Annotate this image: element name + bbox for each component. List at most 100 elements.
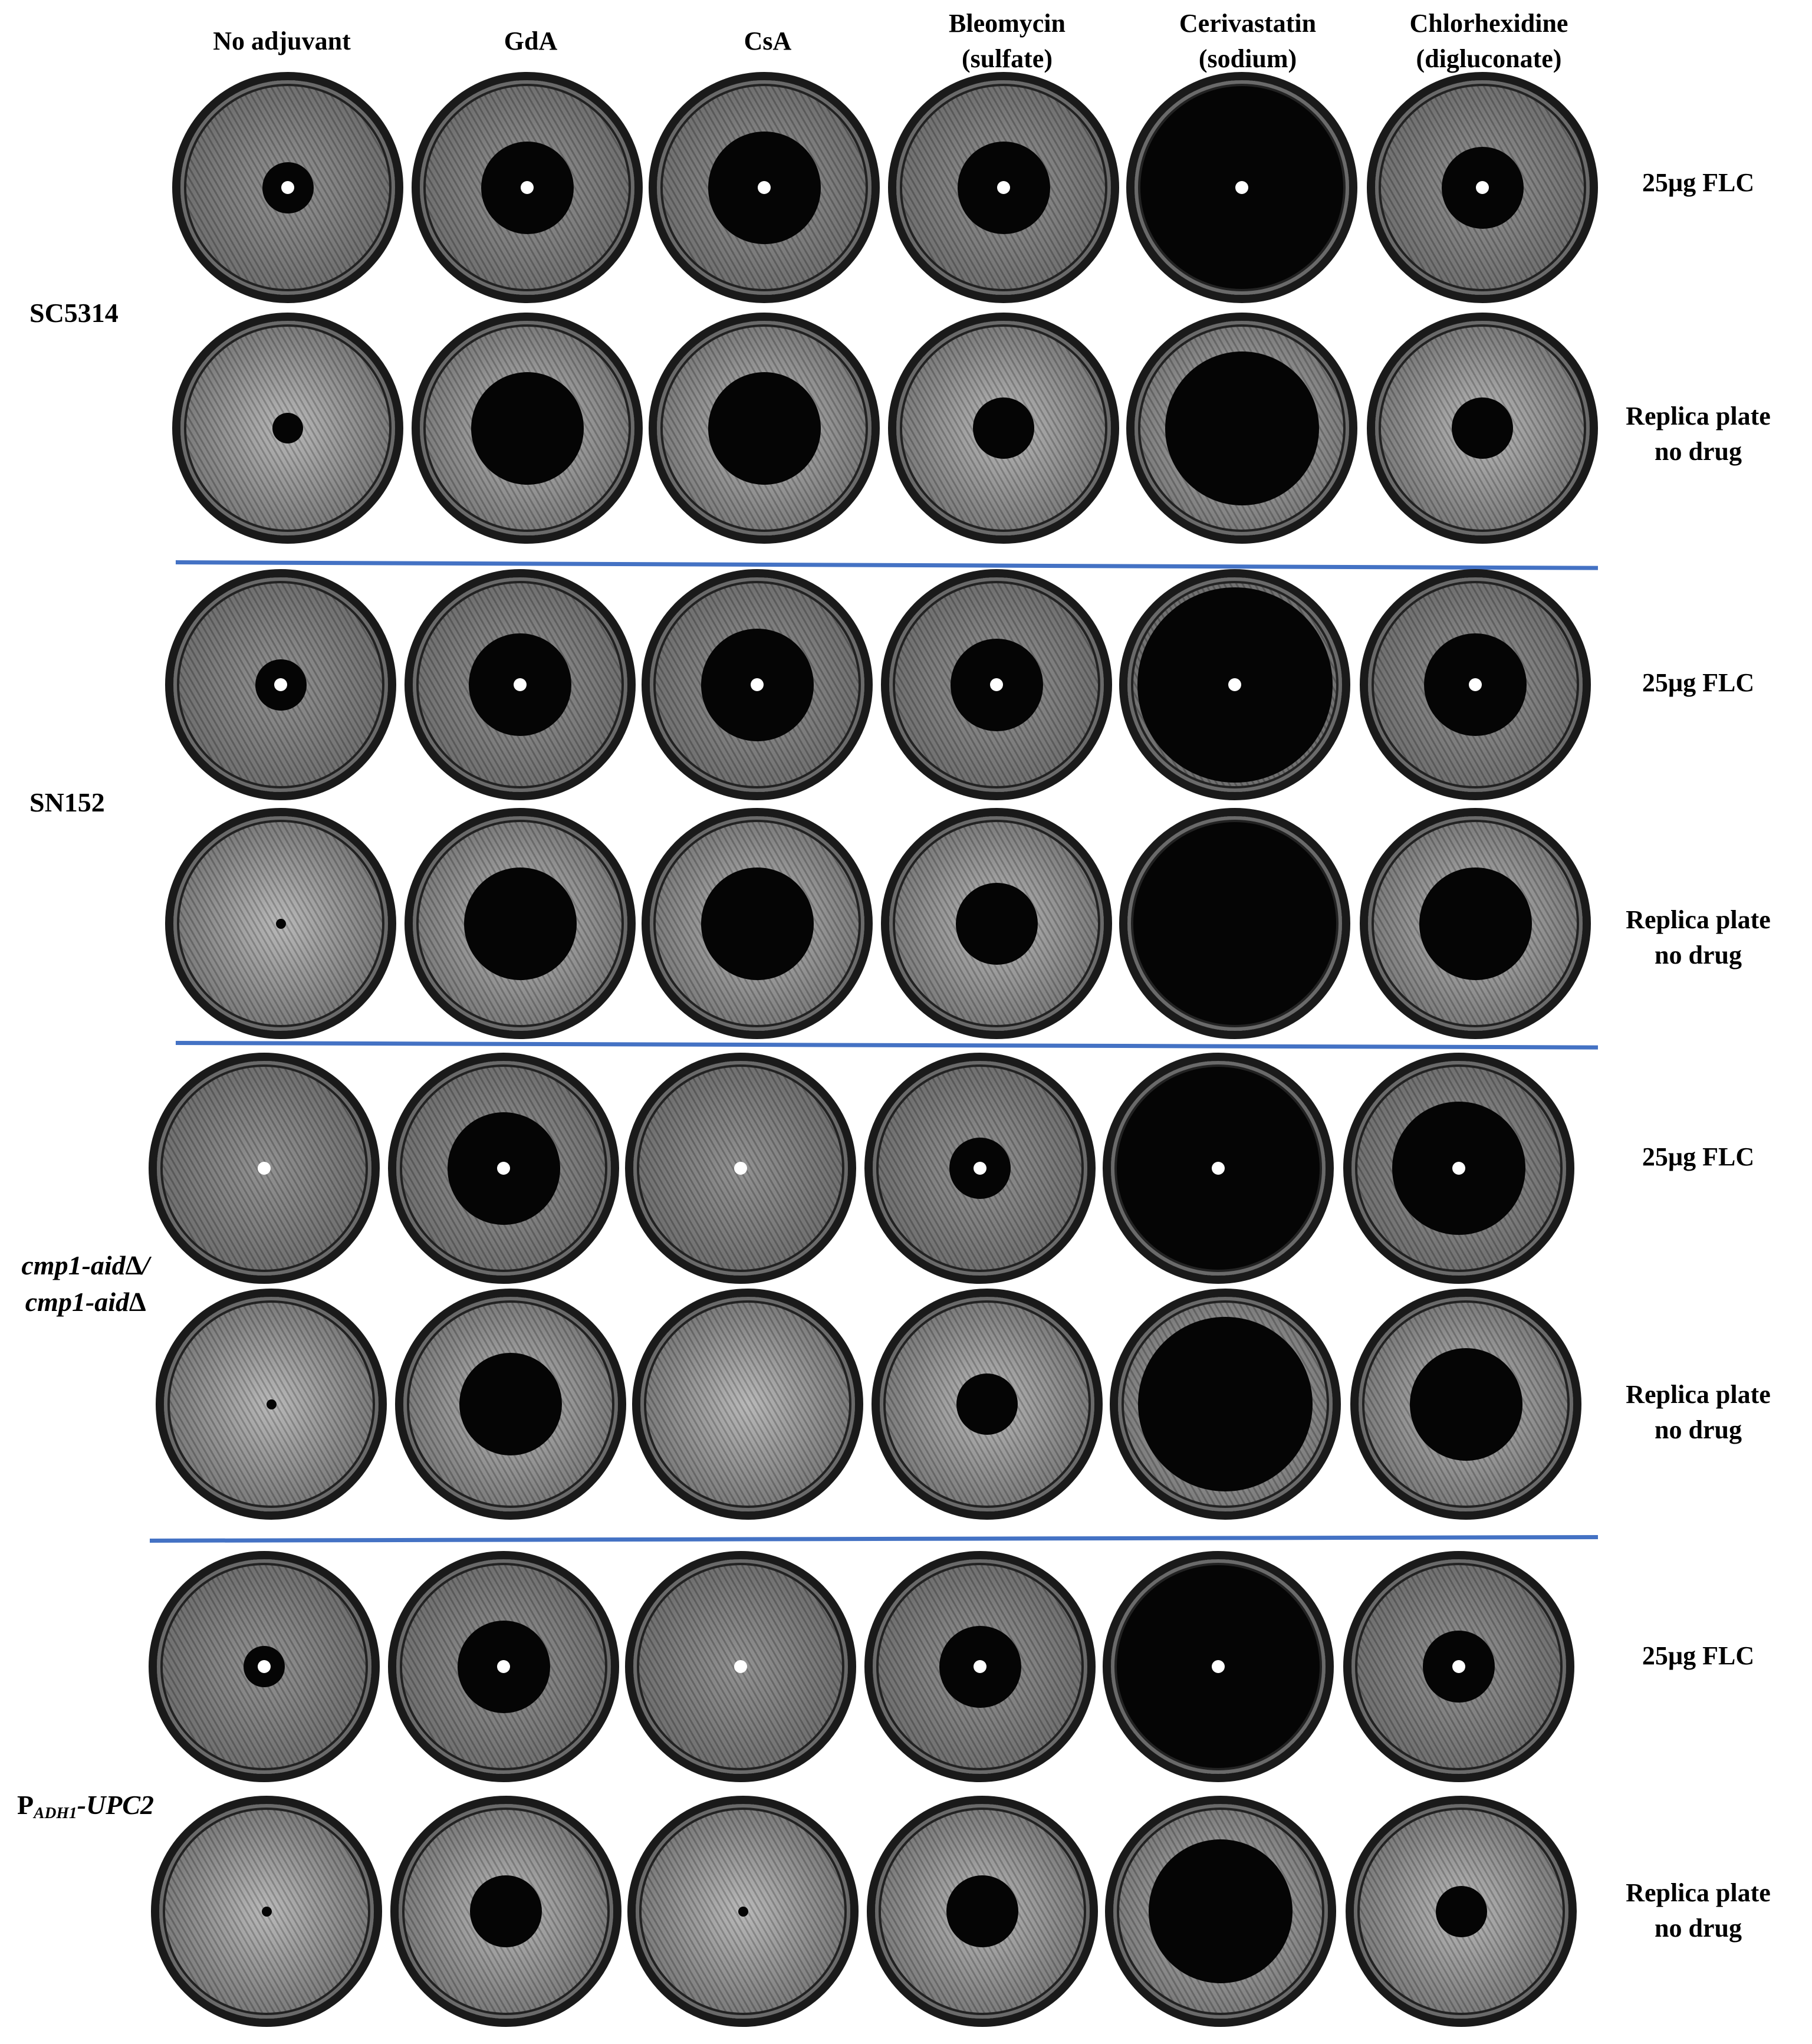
strain-label-suffix: -UPC2 <box>77 1790 154 1820</box>
row-label-flc-3: 25µg FLC <box>1642 1142 1755 1171</box>
petri-plate <box>1103 1053 1334 1284</box>
drug-disc <box>497 1162 510 1175</box>
petri-plate <box>165 808 396 1039</box>
petri-plate <box>649 313 880 544</box>
row-label-flc-4: 25µg FLC <box>1642 1641 1755 1670</box>
drug-disc <box>521 181 534 194</box>
row-label-flc-2: 25µg FLC <box>1642 668 1755 697</box>
strain-label-sc5314: SC5314 <box>29 298 119 328</box>
column-header-no-adjuvant: No adjuvant <box>213 27 351 55</box>
drug-disc <box>497 1660 510 1673</box>
column-header-csa: CsA <box>744 27 792 55</box>
petri-plate <box>149 1551 380 1782</box>
petri-plate <box>149 1053 380 1284</box>
strain-label-cmp1: cmp1-aid∆/ cmp1-aid∆ <box>21 1250 150 1317</box>
drug-disc <box>1212 1162 1225 1175</box>
petri-plate <box>388 1053 619 1284</box>
plate-rim <box>156 1289 387 1520</box>
plate-rim <box>642 808 873 1039</box>
plate-rim <box>395 1289 626 1520</box>
petri-plate <box>1126 72 1357 303</box>
petri-plate <box>888 72 1119 303</box>
petri-plate <box>1350 1289 1581 1520</box>
drug-disc <box>258 1162 271 1175</box>
drug-disc <box>1212 1660 1225 1673</box>
petri-plate <box>642 569 873 800</box>
plate-rim <box>1367 313 1598 544</box>
drug-disc <box>274 678 287 691</box>
drug-disc <box>974 1660 986 1673</box>
petri-plate <box>395 1289 626 1520</box>
column-header-bleomycin: Bleomycin (sulfate) <box>949 9 1066 73</box>
petri-plate <box>888 313 1119 544</box>
petri-plate <box>649 72 880 303</box>
plate-rim <box>1105 1796 1336 2027</box>
petri-plate <box>881 569 1112 800</box>
plate-rim <box>151 1796 382 2027</box>
petri-plate <box>881 808 1112 1039</box>
plate-rim <box>632 1289 863 1520</box>
drug-disc <box>734 1660 747 1673</box>
drug-disc <box>1235 181 1248 194</box>
plate-rim <box>405 808 636 1039</box>
strain-label-padh1-upc2: PADH1-UPC2 <box>6 1787 165 1831</box>
drug-disc <box>990 678 1003 691</box>
petri-plate <box>1360 808 1591 1039</box>
petri-plate <box>1105 1796 1336 2027</box>
petri-plate <box>627 1796 859 2027</box>
petri-plate <box>1103 1551 1334 1782</box>
petri-plate <box>1343 1551 1574 1782</box>
petri-plate <box>151 1796 382 2027</box>
petri-plate <box>867 1796 1098 2027</box>
plate-rim <box>412 313 643 544</box>
column-header-chlorhexidine: Chlorhexidine (digluconate) <box>1409 9 1568 73</box>
row-label-replica-3: Replica plate no drug <box>1626 1380 1771 1444</box>
drug-disc <box>281 181 294 194</box>
petri-plate <box>625 1053 856 1284</box>
row-label-replica-4: Replica plate no drug <box>1626 1878 1771 1943</box>
plate-rim <box>888 313 1119 544</box>
petri-plate <box>1126 313 1357 544</box>
plate-rim <box>1110 1289 1341 1520</box>
petri-plate <box>412 72 643 303</box>
drug-disc <box>751 678 764 691</box>
drug-disc <box>1469 678 1482 691</box>
petri-plate <box>172 72 403 303</box>
plate-rim <box>1350 1289 1581 1520</box>
column-header-cerivastatin: Cerivastatin (sodium) <box>1179 9 1317 73</box>
strain-label-subscript: ADH1 <box>34 1803 77 1822</box>
petri-plate <box>1367 313 1598 544</box>
petri-plate <box>1110 1289 1341 1520</box>
drug-disc <box>1228 678 1241 691</box>
divider-line <box>175 560 1598 570</box>
petri-plate <box>1119 569 1350 800</box>
plate-rim <box>1119 808 1350 1039</box>
petri-plate <box>156 1289 387 1520</box>
plate-rim <box>390 1796 621 2027</box>
petri-plate <box>1360 569 1591 800</box>
petri-plate <box>1346 1796 1577 2027</box>
row-label-flc-1: 25µg FLC <box>1642 168 1755 197</box>
petri-plate <box>412 313 643 544</box>
plate-rim <box>1346 1796 1577 2027</box>
petri-plate <box>1367 72 1598 303</box>
petri-plate <box>1343 1053 1574 1284</box>
petri-plate <box>1119 808 1350 1039</box>
strain-label-prefix: P <box>17 1790 34 1820</box>
plate-rim <box>1360 808 1591 1039</box>
petri-plate <box>405 569 636 800</box>
petri-plate <box>642 808 873 1039</box>
row-label-replica-2: Replica plate no drug <box>1626 905 1771 970</box>
drug-disc <box>974 1162 986 1175</box>
drug-disc <box>514 678 527 691</box>
plate-rim <box>867 1796 1098 2027</box>
strain-label-sn152: SN152 <box>29 787 105 817</box>
drug-disc <box>1452 1162 1465 1175</box>
petri-plate <box>388 1551 619 1782</box>
drug-disc <box>1452 1660 1465 1673</box>
drug-disc <box>758 181 771 194</box>
column-header-gda: GdA <box>504 27 558 55</box>
petri-plate <box>864 1053 1096 1284</box>
petri-plate <box>172 313 403 544</box>
petri-plate <box>405 808 636 1039</box>
